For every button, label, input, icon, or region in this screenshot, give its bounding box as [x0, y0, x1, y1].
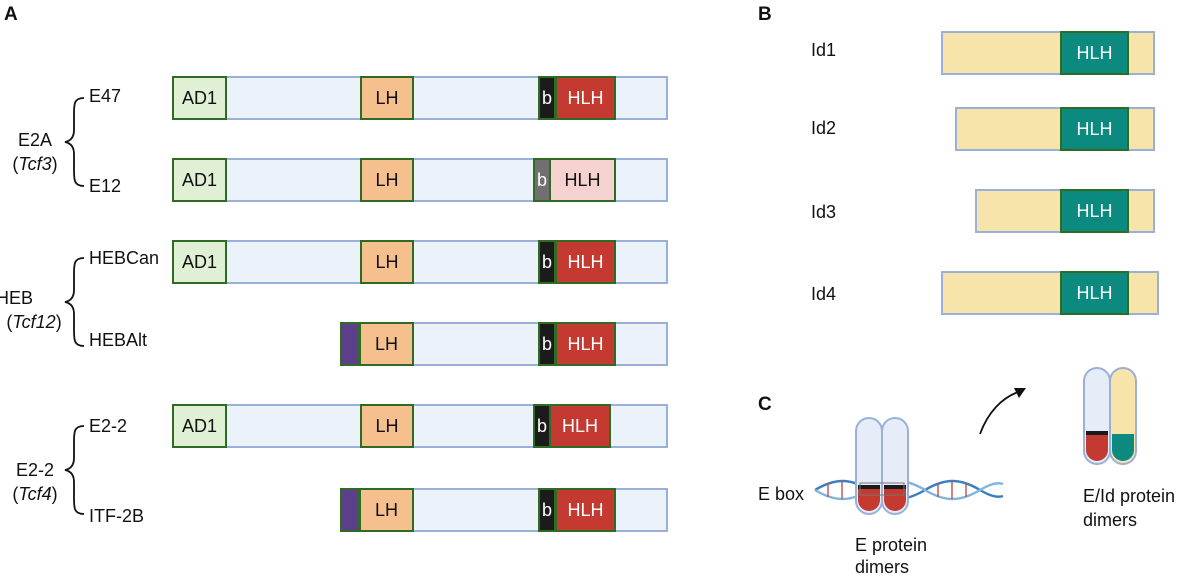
- group-gene-e2a: (Tcf3): [12, 154, 58, 174]
- ad1-domain: AD1: [172, 240, 227, 284]
- group-name-heb: HEB: [0, 288, 34, 308]
- e-protein-dimers-label: E protein dimers: [855, 535, 928, 577]
- group-label-e2a: E2A (Tcf3): [0, 128, 70, 176]
- id-hlh-domain: HLH: [1060, 107, 1129, 151]
- dna-helix-icon: [814, 479, 1004, 501]
- panel-label-c: C: [758, 394, 772, 415]
- hlh-domain: HLH: [549, 158, 616, 202]
- hlh-domain: HLH: [555, 488, 616, 532]
- lh-domain: LH: [360, 404, 414, 448]
- protein-label-e12: E12: [89, 176, 122, 196]
- protein-label-itf2b: ITF-2B: [89, 506, 145, 526]
- e-id-protein-dimer-icon: [1083, 367, 1137, 465]
- arrow-icon: [979, 388, 1026, 435]
- protein-label-e22: E2-2: [89, 416, 128, 436]
- ad1-domain: AD1: [172, 404, 227, 448]
- e-box-label: E box: [758, 484, 805, 504]
- ad1-domain: AD1: [172, 76, 227, 120]
- id-label-2: Id2: [811, 118, 837, 138]
- lh-domain: LH: [359, 488, 414, 532]
- group-label-e22: E2-2 (Tcf4): [0, 458, 70, 506]
- id-label-4: Id4: [811, 284, 837, 304]
- id-hlh-domain: HLH: [1060, 189, 1129, 233]
- panel-label-b: B: [758, 4, 772, 25]
- id-hlh-domain: HLH: [1060, 31, 1129, 75]
- lh-domain: LH: [360, 158, 414, 202]
- hlh-domain: HLH: [555, 76, 616, 120]
- hlh-domain: HLH: [555, 240, 616, 284]
- group-name-e2a: E2A: [17, 130, 53, 150]
- group-gene-heb: (Tcf12): [6, 312, 62, 332]
- basic-domain: b: [533, 158, 551, 202]
- hlh-domain: HLH: [549, 404, 611, 448]
- brace-e22: [64, 425, 85, 515]
- id-label-3: Id3: [811, 202, 837, 222]
- basic-domain: b: [538, 240, 556, 284]
- e-id-protein-dimers-label: E/Id protein dimers: [1083, 486, 1176, 530]
- brace-e2a: [64, 97, 85, 187]
- id-label-1: Id1: [811, 40, 837, 60]
- group-gene-e22: (Tcf4): [12, 484, 58, 504]
- protein-label-hebcan: HEBCan: [89, 248, 160, 268]
- group-name-e22: E2-2: [15, 460, 55, 480]
- protein-label-hebalt: HEBAlt: [89, 330, 148, 350]
- protein-label-e47: E47: [89, 86, 122, 106]
- ad1-domain: AD1: [172, 158, 227, 202]
- lh-domain: LH: [359, 322, 414, 366]
- hlh-domain: HLH: [555, 322, 616, 366]
- lh-domain: LH: [360, 240, 414, 284]
- id-hlh-domain: HLH: [1060, 271, 1129, 315]
- brace-heb: [64, 257, 85, 347]
- group-label-heb: HEB (Tcf12): [0, 286, 72, 334]
- e-protein-dimer-icon: [855, 417, 909, 515]
- panel-label-a: A: [4, 4, 18, 25]
- lh-domain: LH: [360, 76, 414, 120]
